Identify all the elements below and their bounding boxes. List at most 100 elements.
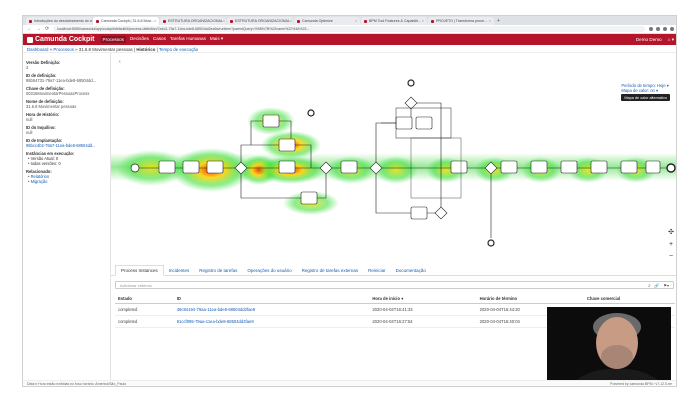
- extension-icon[interactable]: [656, 27, 660, 31]
- sequence-flows: [135, 102, 671, 238]
- browser-tab[interactable]: Introduções do desdobramento do cu×: [26, 17, 92, 25]
- address-bar: ← → ⟳ localhost:8080/camunda/app/cockpit…: [23, 25, 676, 34]
- start-event[interactable]: [130, 163, 140, 173]
- time-period-dropdown[interactable]: Período de tempo: Hoje ▾: [621, 83, 669, 88]
- breadcrumb-time[interactable]: Tempo de execução: [158, 47, 199, 52]
- camunda-logo-icon: [27, 36, 33, 43]
- tab-item[interactable]: Incidentes: [168, 268, 190, 273]
- powered-by: Powered by camunda BPM / v7.12.0-ee: [610, 382, 672, 386]
- instance-id-link[interactable]: 61ccf095-79aa-11ea-bde8-68504dd2fae9: [173, 315, 370, 328]
- home-menu[interactable]: ⌂ ▾: [667, 36, 674, 42]
- heatmap-tooltip: Mapa de calor alternativo: [621, 94, 670, 101]
- list-item: todas versões: 0: [28, 161, 107, 166]
- url-field[interactable]: localhost:8080/camunda/app/cockpit/defau…: [53, 26, 645, 32]
- close-tab-icon[interactable]: ×: [421, 19, 424, 23]
- tab-favicon-icon: [230, 19, 233, 23]
- instance-id-link[interactable]: 49c84194-79aa-11ea-bde8-68504dd2fae9: [173, 303, 370, 316]
- breadcrumb-dashboard[interactable]: Dashboard: [27, 47, 49, 52]
- breadcrumb-history[interactable]: Histórico: [136, 47, 156, 52]
- browser-tab[interactable]: BPM Tool Features & Capabilit...×: [361, 17, 427, 25]
- filter-actions: 2 🔗 ⚑▾: [648, 283, 669, 288]
- new-tab-icon[interactable]: +: [497, 18, 500, 24]
- collapse-sidebar-icon[interactable]: ‹: [119, 59, 121, 65]
- reload-icon[interactable]: ⟳: [45, 26, 50, 32]
- end-event[interactable]: [407, 79, 415, 87]
- table-cell: 2020-04-04T16:41:33: [369, 303, 477, 316]
- end-event[interactable]: [307, 109, 315, 117]
- definition-key-label: Chave de definição:: [26, 86, 65, 91]
- column-header[interactable]: Estado: [115, 294, 174, 304]
- tab-item[interactable]: Documentação: [395, 268, 426, 273]
- extension-icon[interactable]: [663, 27, 667, 31]
- zoom-in-icon[interactable]: +: [669, 241, 674, 248]
- column-header[interactable]: Horário de término: [476, 294, 584, 304]
- table-cell: completed: [115, 303, 174, 316]
- menu-item[interactable]: Processos: [100, 36, 126, 43]
- tab-favicon-icon: [163, 19, 166, 23]
- tab-label: Camunda Cockpit | 31.6.8 Movi...: [101, 19, 155, 23]
- tab-favicon-icon: [297, 19, 300, 23]
- menu-item[interactable]: Tarefas Humanas: [169, 36, 206, 41]
- table-cell: completed: [115, 315, 174, 328]
- heatmap-toggle-dropdown[interactable]: Mapa de calor: on ▾: [621, 88, 659, 93]
- column-header[interactable]: Hora de início ▾: [369, 294, 477, 304]
- end-event[interactable]: [487, 239, 495, 247]
- browser-tab[interactable]: Camunda Optimize×: [294, 17, 360, 25]
- tab-item[interactable]: Registro de tarefas externas: [301, 268, 359, 273]
- tenant-id-value: null: [26, 130, 33, 135]
- breadcrumb-processes[interactable]: Processos: [53, 47, 74, 52]
- close-tab-icon[interactable]: ×: [154, 19, 157, 23]
- tab-item[interactable]: Operações do usuário: [247, 268, 292, 273]
- end-event[interactable]: [666, 163, 676, 173]
- profile-icon[interactable]: [670, 27, 674, 31]
- process-definition-sidebar: Versão Definição: 2 ID de definição: 95b…: [23, 53, 111, 386]
- bpmn-diagram-canvas[interactable]: ‹: [111, 53, 676, 265]
- heatmap-controls: Período de tempo: Hoje ▾ Mapa de calor: …: [621, 83, 670, 101]
- list-item: Versão Atual: 0: [28, 156, 107, 161]
- related-link-migration[interactable]: Migração: [28, 179, 107, 184]
- definition-name-label: Nome de definição:: [26, 99, 64, 104]
- browser-tab[interactable]: ESTRUTURA ORGANIZACIONAL×: [227, 17, 293, 25]
- reset-zoom-icon[interactable]: ✣: [668, 229, 674, 236]
- close-tab-icon[interactable]: ×: [289, 19, 293, 23]
- back-icon[interactable]: ←: [27, 26, 32, 32]
- tab-label: BPM Tool Features & Capabilit...: [369, 19, 421, 23]
- tab-label: Introduções do desdobramento do cu: [34, 19, 92, 23]
- browser-tab-bar: Introduções do desdobramento do cu×Camun…: [23, 16, 676, 25]
- menu-item[interactable]: Casos: [152, 36, 166, 41]
- column-header[interactable]: ID: [173, 294, 370, 304]
- version-label: Versão Definição:: [26, 60, 61, 65]
- related-link-reports[interactable]: Relatórios: [28, 174, 107, 179]
- browser-tab[interactable]: ESTRUTURA ORGANIZACIONAL×: [160, 17, 226, 25]
- brand[interactable]: Camunda Cockpit: [27, 36, 95, 43]
- extension-icon[interactable]: [649, 27, 653, 31]
- link-icon[interactable]: 🔗: [654, 282, 660, 288]
- close-tab-icon[interactable]: ×: [354, 19, 357, 23]
- zoom-controls: ✣ + −: [668, 228, 674, 260]
- tab-item[interactable]: Registro de tarefas: [199, 268, 238, 273]
- user-menu[interactable]: Demo Demo: [635, 36, 662, 42]
- zoom-out-icon[interactable]: −: [669, 253, 674, 260]
- close-tab-icon[interactable]: ×: [222, 19, 226, 23]
- filter-criteria-input[interactable]: Adicionar critérios 2 🔗 ⚑▾: [115, 281, 674, 289]
- menu-item[interactable]: Mais ▾: [209, 36, 224, 41]
- bpmn-heatmap-diagram: ‹: [111, 59, 676, 247]
- deployment-id-link[interactable]: 95bcc4b2-79a7-11ea-bde8-68504dd...: [26, 143, 96, 148]
- filter-menu-icon[interactable]: ⚑▾: [663, 282, 669, 288]
- tab-label: ESTRUTURA ORGANIZACIONAL: [235, 19, 290, 23]
- tab-item[interactable]: Process Instances: [115, 265, 164, 276]
- webcam-overlay: [547, 307, 671, 386]
- sub-process[interactable]: [410, 137, 462, 199]
- column-header[interactable]: Chave comercial: [583, 294, 675, 304]
- definition-id-value: 95b54731-79a7-11ea-bde8-68504dd...: [26, 78, 97, 83]
- menu-item[interactable]: Decisões: [129, 36, 149, 41]
- breadcrumb: Dashboard » Processos » 31.6.8 Movimenta…: [23, 45, 676, 53]
- forward-icon[interactable]: →: [36, 26, 41, 32]
- close-tab-icon[interactable]: ×: [488, 19, 491, 23]
- browser-tab[interactable]: Camunda Cockpit | 31.6.8 Movi...×: [93, 17, 159, 25]
- bpmn-tasks: [158, 114, 661, 220]
- tab-item[interactable]: Reiniciar: [368, 268, 386, 273]
- browser-tab[interactable]: PROJETO | Transforma proce...×: [428, 17, 494, 25]
